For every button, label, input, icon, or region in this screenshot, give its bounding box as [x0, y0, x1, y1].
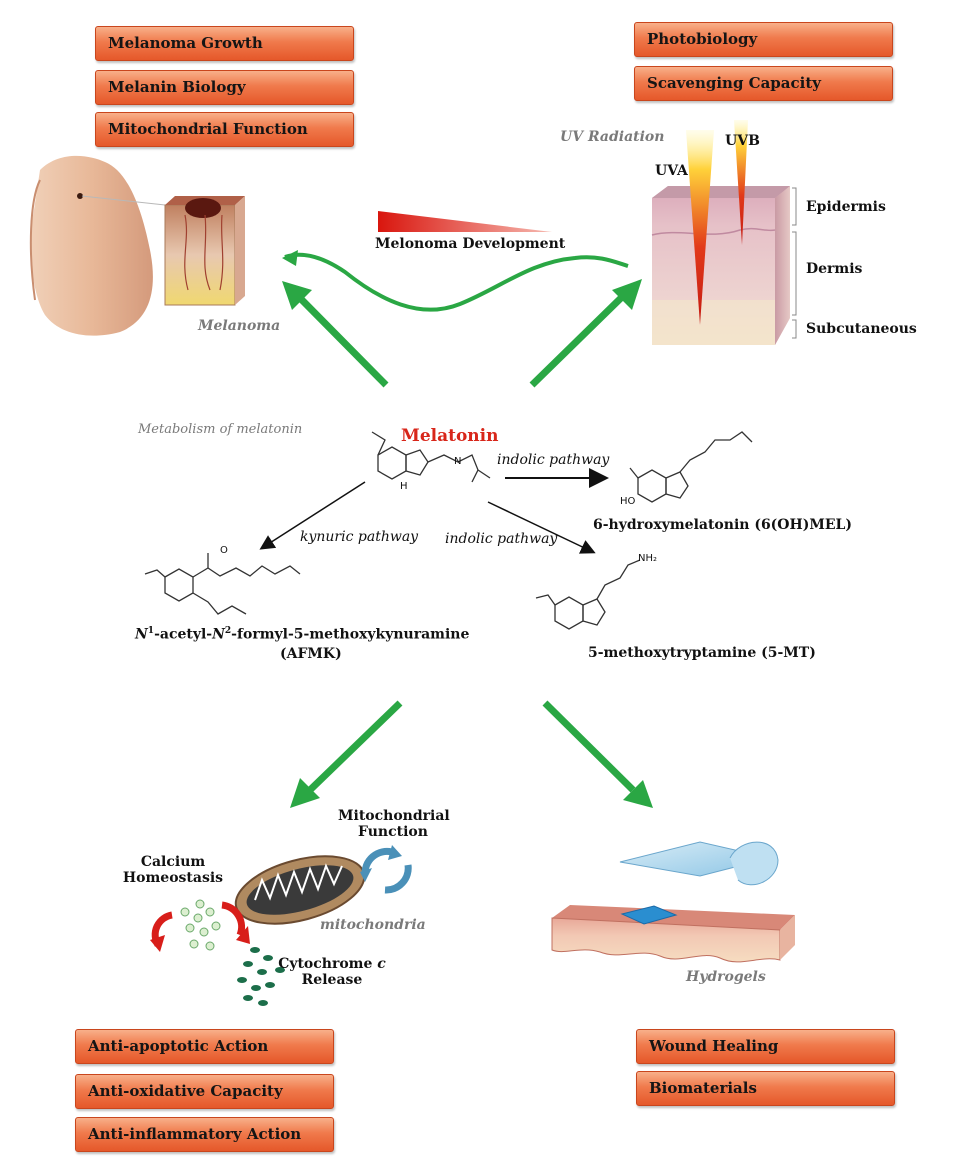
- uvb-label: UVB: [725, 133, 760, 149]
- uv-skin-block: [651, 186, 790, 345]
- red-cycle-arrows: [151, 901, 246, 947]
- atom-label-nh2: NH₂: [638, 553, 658, 564]
- tag-wound-healing: Wound Healing: [636, 1029, 895, 1064]
- kynuric-pathway-label: kynuric pathway: [300, 529, 419, 545]
- tag-photobiology: Photobiology: [634, 22, 893, 57]
- molecule-drawings: [144, 431, 753, 630]
- layer-brackets: [792, 187, 797, 339]
- cytochrome-dots: [237, 947, 285, 1006]
- melanoma-development-label: Melonoma Development: [375, 236, 566, 252]
- tag-anti-apoptotic: Anti-apoptotic Action: [75, 1029, 334, 1064]
- dermis-label: Dermis: [806, 261, 863, 277]
- hydrogels-caption: Hydrogels: [686, 969, 766, 985]
- mitochondrion: [234, 855, 366, 925]
- development-wedge: [378, 211, 552, 232]
- product-afmk-abbr: (AFMK): [280, 646, 342, 662]
- hydrogel-illustration: [551, 841, 795, 963]
- melanoma-skin-block: [164, 196, 245, 306]
- tag-melanin-biology: Melanin Biology: [95, 70, 354, 105]
- product-afmk-name: N1-acetyl-N2-formyl-5-methoxykynuramine: [135, 626, 470, 643]
- pathway-arrows: [259, 468, 609, 554]
- tag-anti-oxidative: Anti-oxidative Capacity: [75, 1074, 334, 1109]
- tag-anti-inflammatory: Anti-inflammatory Action: [75, 1117, 334, 1152]
- epidermis-label: Epidermis: [806, 199, 886, 215]
- tag-biomaterials: Biomaterials: [636, 1071, 895, 1106]
- tag-mitochondrial-function: Mitochondrial Function: [95, 112, 354, 147]
- uvb-ray: [734, 120, 748, 245]
- metabolism-title: Metabolism of melatonin: [138, 422, 303, 437]
- atom-label-n: N: [454, 456, 462, 467]
- uva-ray: [686, 130, 714, 325]
- indolic-pathway-label-2: indolic pathway: [445, 531, 558, 547]
- tag-melanoma-growth: Melanoma Growth: [95, 26, 354, 61]
- indolic-pathway-label-1: indolic pathway: [497, 452, 610, 468]
- wavy-arrowhead: [282, 250, 298, 266]
- uva-label: UVA: [655, 163, 688, 179]
- back-illustration: [29, 155, 166, 336]
- blue-cycle-arrows: [361, 847, 412, 894]
- green-arrows: [282, 279, 653, 808]
- atom-label-ho: HO: [620, 496, 636, 507]
- wavy-connection: [284, 252, 629, 312]
- subcutaneous-label: Subcutaneous: [806, 321, 917, 337]
- product-5mt: 5-methoxytryptamine (5-MT): [588, 645, 816, 661]
- uv-radiation-title: UV Radiation: [560, 129, 665, 145]
- atom-label-o: O: [220, 545, 228, 556]
- mitochondria-caption: mitochondria: [320, 917, 426, 933]
- melatonin-label: Melatonin: [401, 426, 499, 446]
- tag-scavenging-capacity: Scavenging Capacity: [634, 66, 893, 101]
- melanoma-caption: Melanoma: [198, 318, 281, 334]
- product-6ohmel: 6-hydroxymelatonin (6(OH)MEL): [593, 517, 852, 533]
- calcium-dots: [180, 899, 221, 951]
- atom-label-h: H: [400, 481, 408, 492]
